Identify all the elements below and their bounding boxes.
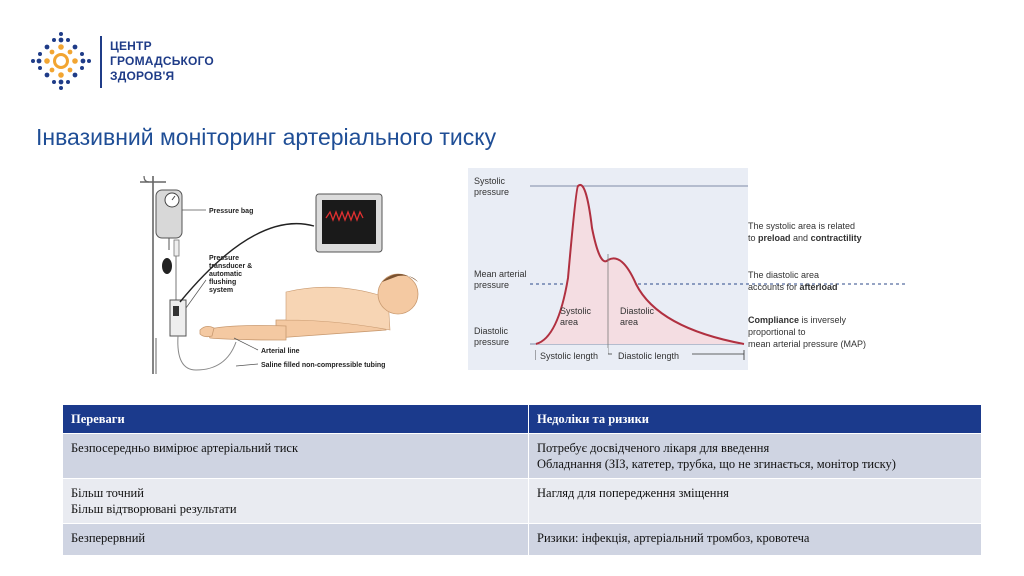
pros-text: Безпосередньо вимірює артеріальний тиск (71, 441, 299, 455)
label-diastolic-area-1: Diastolic (620, 306, 655, 316)
label-map-2: pressure (474, 280, 509, 290)
note-compliance-1: Compliance is inversely (748, 315, 847, 325)
header-pros: Переваги (62, 404, 529, 434)
pros-text: Більш відтворювані результати (71, 502, 237, 516)
pros-cell: Більш точний Більш відтворювані результа… (62, 478, 529, 524)
note-systolic-2: to preload and contractility (748, 233, 862, 243)
pros-cons-table: Переваги Недоліки та ризики Безпосереднь… (62, 404, 982, 556)
note-systolic-1: The systolic area is related (748, 221, 855, 231)
label-systolic-area-2: area (560, 317, 578, 327)
label-systolic-pressure-1: Systolic (474, 176, 506, 186)
cons-text: Потребує досвідченого лікаря для введенн… (537, 441, 770, 455)
table-row: Безперервний Ризики: інфекція, артеріаль… (62, 523, 982, 556)
label-tubing: Saline filled non-compressible tubing (261, 362, 385, 369)
cons-text: Ризики: інфекція, артеріальний тромбоз, … (537, 531, 810, 545)
label-systolic-pressure-2: pressure (474, 187, 509, 197)
label-diastolic-pressure-1: Diastolic (474, 326, 509, 336)
label-transducer-1: Pressure (209, 255, 239, 262)
header-cons: Недоліки та ризики (528, 404, 982, 434)
cons-cell: Ризики: інфекція, артеріальний тромбоз, … (528, 523, 982, 556)
arterial-waveform-diagram: Systolic pressure Mean arterial pressure… (468, 168, 908, 370)
pros-text: Більш точний (71, 486, 144, 500)
label-transducer-5: system (209, 287, 233, 294)
logo-emblem-icon (31, 32, 91, 90)
label-map-1: Mean arterial (474, 269, 527, 279)
note-diastolic-1: The diastolic area (748, 270, 819, 280)
label-pressure-bag: Pressure bag (209, 208, 253, 215)
label-diastolic-pressure-2: pressure (474, 337, 509, 347)
label-transducer-3: automatic (209, 271, 242, 278)
pros-text: Безперервний (71, 531, 146, 545)
table-row: Більш точний Більш відтворювані результа… (62, 478, 982, 524)
note-compliance-2: proportional to (748, 327, 806, 337)
label-diastolic-area-2: area (620, 317, 638, 327)
logo-text: ЦЕНТР ГРОМАДСЬКОГО ЗДОРОВ'Я (110, 39, 214, 84)
note-compliance-3: mean arterial pressure (MAP) (748, 339, 866, 349)
arterial-line-setup-illustration: Pressure bag Pressure transducer & autom… (140, 175, 419, 374)
label-systolic-length: Systolic length (540, 351, 598, 361)
cons-text: Нагляд для попередження зміщення (537, 486, 729, 500)
logo-line-3: ЗДОРОВ'Я (110, 69, 175, 83)
label-transducer-4: flushing (209, 279, 236, 286)
label-transducer-2: transducer & (209, 263, 252, 270)
table-row: Безпосередньо вимірює артеріальний тиск … (62, 433, 982, 479)
slide-title: Інвазивний моніторинг артеріального тиск… (36, 124, 497, 150)
label-arterial-line: Arterial line (261, 348, 300, 355)
label-systolic-area-1: Systolic (560, 306, 592, 316)
logo: ЦЕНТР ГРОМАДСЬКОГО ЗДОРОВ'Я (30, 30, 214, 92)
logo-line-1: ЦЕНТР (110, 39, 152, 53)
logo-divider (100, 36, 102, 88)
label-diastolic-length: Diastolic length (618, 351, 679, 361)
cons-cell: Потребує досвідченого лікаря для введенн… (528, 433, 982, 479)
table-header-row: Переваги Недоліки та ризики (62, 404, 982, 434)
pros-cell: Безперервний (62, 523, 529, 556)
cons-cell: Нагляд для попередження зміщення (528, 478, 982, 524)
pros-cell: Безпосередньо вимірює артеріальний тиск (62, 433, 529, 479)
logo-line-2: ГРОМАДСЬКОГО (110, 54, 214, 68)
cons-text: Обладнання (ЗІЗ, катетер, трубка, що не … (537, 457, 896, 471)
note-diastolic-2: accounts for afterload (748, 282, 838, 292)
